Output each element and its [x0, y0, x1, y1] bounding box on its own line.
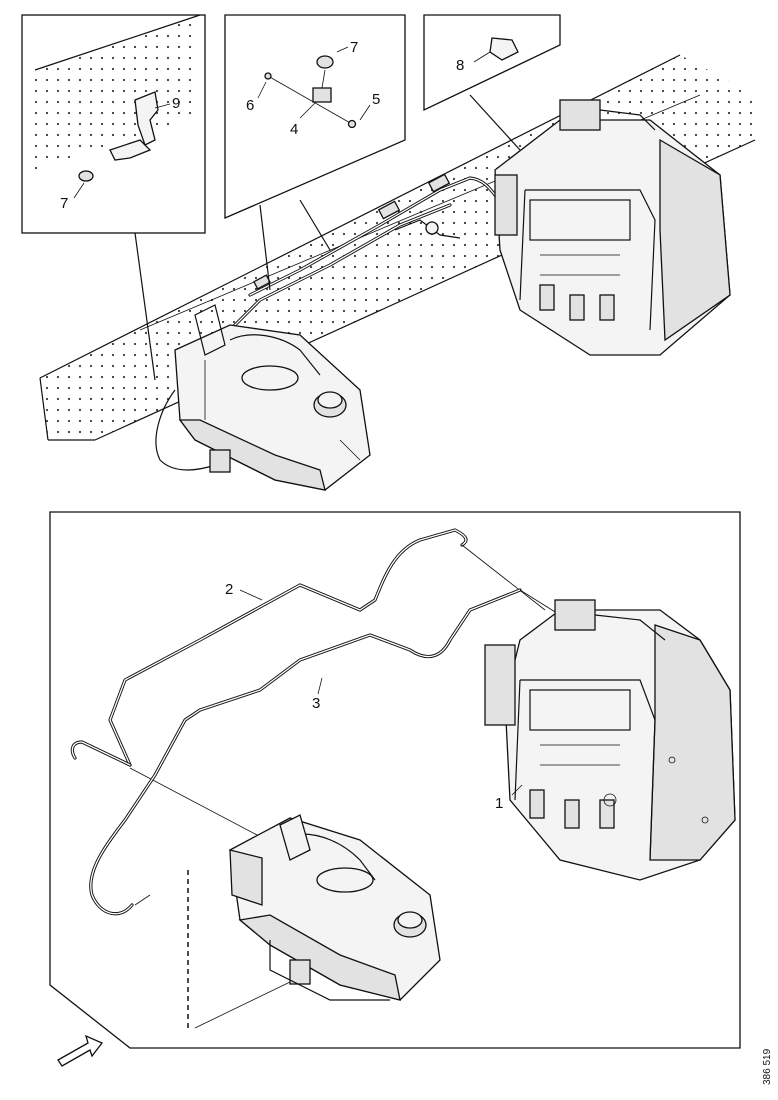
drawing-reference-code: 386 519	[762, 1048, 773, 1085]
callout-7-clip: 7	[60, 195, 68, 212]
callout-9: 9	[172, 95, 180, 112]
callout-3: 3	[312, 695, 320, 712]
exhaust-aftertreatment-silencer	[484, 599, 736, 881]
leader-2	[239, 589, 263, 601]
callout-7-bracket: 7	[350, 39, 358, 56]
leader-3	[317, 677, 323, 695]
lower-detail-frame	[49, 511, 741, 1049]
callout-8: 8	[456, 57, 464, 74]
pipe-2	[70, 528, 546, 856]
upper-scr-tank	[174, 304, 371, 491]
inset-panel-grommet	[423, 14, 561, 151]
callout-6: 6	[246, 97, 254, 114]
callout-1: 1	[495, 795, 503, 812]
view-direction-arrow	[57, 1034, 104, 1067]
inset-panel-bracket	[224, 14, 406, 291]
callout-5: 5	[372, 91, 380, 108]
adblue-tank	[194, 814, 441, 1029]
inset-panel-clip	[21, 14, 206, 381]
callout-2: 2	[225, 581, 233, 598]
pipe-3	[89, 588, 561, 916]
callout-4: 4	[290, 121, 298, 138]
upper-silencer-box	[494, 99, 731, 356]
